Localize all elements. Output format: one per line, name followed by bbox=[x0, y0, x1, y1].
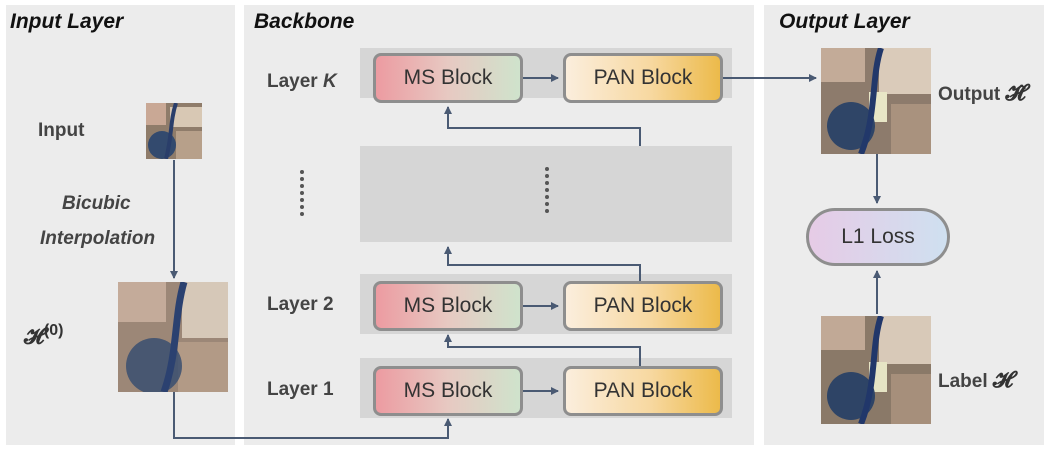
h0-to-layer1-arrow bbox=[173, 392, 452, 439]
layer-1-prefix: Layer bbox=[267, 379, 323, 400]
h0-image-thumbnail bbox=[118, 282, 228, 392]
layer-2-label: Layer 2 bbox=[267, 294, 334, 316]
middle-to-layerk-arrow bbox=[444, 106, 641, 146]
layer-k-pan-block: PAN Block bbox=[563, 53, 723, 103]
layer-k-index: K bbox=[322, 71, 337, 92]
layer-k-label: Layer K bbox=[267, 71, 337, 93]
layer-1-index: 1 bbox=[322, 379, 334, 400]
layer-2-pan-block: PAN Block bbox=[563, 281, 723, 331]
layer-1-pan-block: PAN Block bbox=[563, 366, 723, 416]
right-ellipsis bbox=[545, 167, 549, 216]
output-layer-title: Output Layer bbox=[779, 10, 910, 33]
layer-2-prefix: Layer bbox=[267, 294, 323, 315]
h0-label: 𝓗(0) bbox=[24, 322, 63, 349]
layer-1-ms-block: MS Block bbox=[373, 366, 523, 416]
input-layer-title: Input Layer bbox=[10, 10, 124, 33]
layer-k-prefix: Layer bbox=[267, 71, 323, 92]
layer-k-ms-block: MS Block bbox=[373, 53, 523, 103]
l1-loss-node: L1 Loss bbox=[806, 208, 950, 266]
input-image-thumbnail bbox=[146, 103, 202, 159]
label-image-thumbnail bbox=[821, 316, 931, 424]
input-label: Input bbox=[38, 120, 85, 141]
layer2-to-middle-arrow bbox=[444, 246, 641, 281]
interpolation-label-line1: Bicubic bbox=[62, 193, 131, 214]
backbone-title: Backbone bbox=[254, 10, 355, 33]
output-symbol: 𝓗̂ bbox=[1005, 80, 1026, 105]
output-image-thumbnail bbox=[821, 48, 931, 154]
output-label-text: Output bbox=[938, 84, 1001, 105]
middle-layers-band bbox=[360, 146, 732, 242]
label-word: Label bbox=[938, 371, 988, 392]
layer-2-index: 2 bbox=[322, 294, 334, 315]
layer-2-ms-block: MS Block bbox=[373, 281, 523, 331]
output-label: Output 𝓗̂ bbox=[938, 80, 1025, 106]
layer-1-label: Layer 1 bbox=[267, 379, 334, 401]
label-symbol: 𝓗 bbox=[992, 367, 1013, 392]
h0-symbol: 𝓗 bbox=[24, 323, 44, 349]
h0-superscript: (0) bbox=[43, 322, 64, 339]
left-ellipsis bbox=[300, 170, 304, 219]
interpolation-label-line2: Interpolation bbox=[40, 228, 156, 249]
layer1-to-layer2-arrow bbox=[444, 334, 641, 366]
label-text: Label 𝓗 bbox=[938, 367, 1013, 393]
